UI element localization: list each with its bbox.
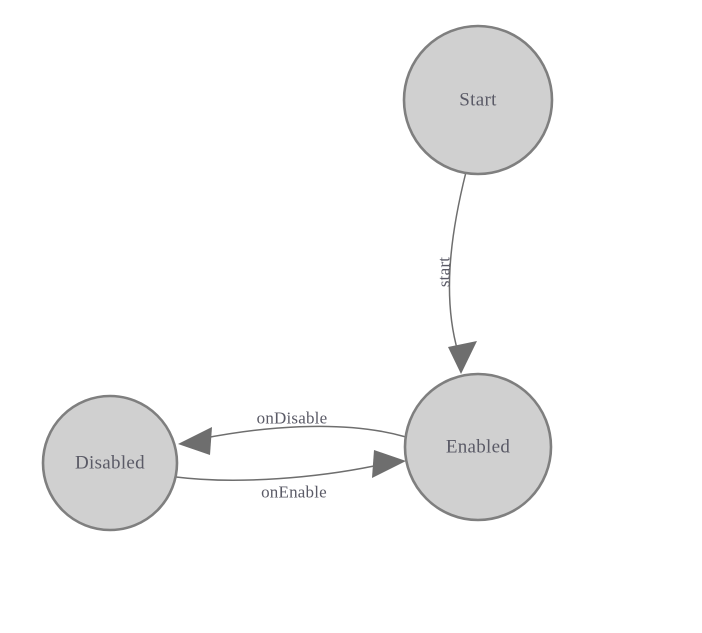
edge-label-start: start	[435, 257, 454, 287]
edge-start-to-enabled-path	[448, 171, 467, 353]
edge-disabled-to-enabled-arrowhead	[372, 450, 406, 478]
edge-start-to-enabled-arrowhead	[448, 341, 477, 374]
edge-enabled-to-disabled-arrowhead	[178, 427, 212, 455]
node-start-label: Start	[459, 90, 497, 111]
edge-enabled-to-disabled[interactable]: onDisable	[178, 409, 407, 456]
edge-disabled-to-enabled-path	[175, 465, 375, 481]
node-enabled-circle	[403, 372, 553, 522]
edge-enabled-to-disabled-path	[199, 425, 407, 440]
edge-label-on-enable: onEnable	[261, 483, 327, 502]
edge-label-on-disable: onDisable	[257, 409, 328, 428]
node-disabled-circle	[41, 394, 179, 532]
node-disabled-label: Disabled	[75, 453, 145, 474]
node-start[interactable]: Start	[402, 24, 554, 176]
node-start-circle	[402, 24, 554, 176]
edge-disabled-to-enabled[interactable]: onEnable	[175, 450, 406, 502]
node-enabled-label: Enabled	[446, 437, 511, 458]
edge-start-to-enabled[interactable]: start	[435, 171, 478, 374]
node-enabled[interactable]: Enabled	[403, 372, 553, 522]
node-disabled[interactable]: Disabled	[41, 394, 179, 532]
